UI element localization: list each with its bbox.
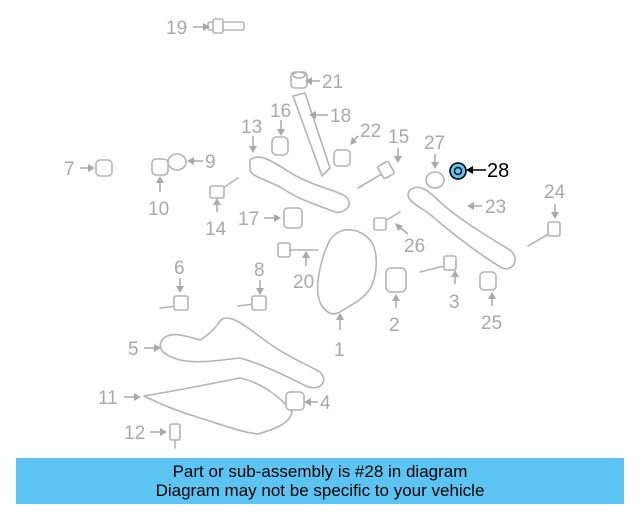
callout-15: 15 (388, 127, 409, 148)
part-1-knuckle (316, 229, 378, 315)
part-23-arm (407, 186, 516, 270)
part-16-bushing (271, 136, 289, 156)
part-12-clip (169, 423, 181, 449)
part-20-bolt (277, 242, 319, 258)
part-8-bolt (237, 295, 267, 311)
callout-12: 12 (124, 423, 145, 444)
part-25-bushing (479, 271, 497, 291)
part-9-ring (167, 153, 187, 171)
callout-20: 20 (293, 272, 314, 293)
callout-14: 14 (205, 219, 227, 240)
callout-11: 11 (98, 388, 118, 409)
callout-5: 5 (128, 339, 139, 360)
part-17-bushing (283, 207, 303, 229)
callout-8: 8 (254, 260, 265, 281)
callout-23: 23 (485, 197, 506, 218)
part-6-bolt (159, 295, 189, 311)
callout-7: 7 (64, 159, 75, 180)
part-26-bolt (373, 211, 401, 231)
part-13-arm (249, 156, 350, 214)
callout-3: 3 (449, 292, 460, 313)
callout-27: 27 (424, 133, 445, 154)
part-27-ring (425, 171, 445, 189)
part-21-bushing (290, 71, 308, 89)
callout-9: 9 (205, 152, 216, 173)
info-banner: Part or sub-assembly is #28 in diagram D… (16, 458, 624, 504)
callout-19: 19 (166, 18, 187, 39)
callout-24: 24 (544, 182, 566, 203)
callout-26: 26 (404, 236, 425, 257)
part-4-bushing (285, 391, 305, 411)
callout-13: 13 (241, 117, 262, 138)
callout-2: 2 (389, 315, 400, 336)
callout-21: 21 (322, 72, 343, 93)
part-3-bolt (419, 255, 457, 273)
part-18-link (292, 92, 331, 177)
part-11-shield (143, 377, 293, 435)
part-10-nut (151, 158, 169, 176)
banner-line-1: Part or sub-assembly is #28 in diagram (172, 462, 468, 481)
part-22-nut (333, 149, 351, 167)
callout-17: 17 (238, 209, 259, 230)
callout-18: 18 (330, 106, 351, 127)
banner-line-2: Diagram may not be specific to your vehi… (155, 481, 485, 500)
part-15-bolt (357, 160, 395, 189)
part-14-bolt (209, 177, 239, 199)
part-24-bolt (527, 221, 561, 247)
callout-22: 22 (360, 121, 381, 142)
callout-4: 4 (320, 393, 331, 414)
part-7-nut (95, 159, 113, 177)
callout-10: 10 (148, 199, 169, 220)
part-19-bolt (207, 18, 245, 34)
callout-28: 28 (487, 160, 509, 182)
callout-16: 16 (270, 101, 291, 122)
callout-1: 1 (334, 340, 345, 361)
part-2-bushing (385, 267, 407, 293)
callout-25: 25 (481, 313, 502, 334)
callout-6: 6 (174, 258, 185, 279)
part-28-nut-highlighted (449, 162, 467, 180)
part-5-control-arm (159, 317, 325, 389)
